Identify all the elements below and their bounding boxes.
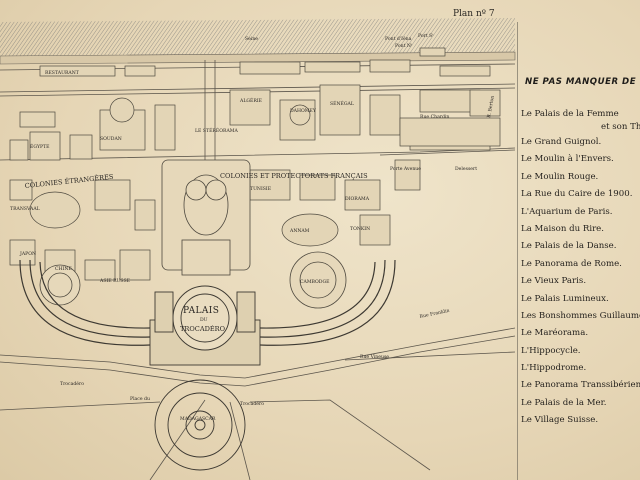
list-item[interactable]: Le Palais Lumineux. bbox=[521, 291, 640, 308]
list-item-label: Le Palais de la Danse. bbox=[521, 241, 617, 252]
label-rue-vineuse: Rue Vineuse bbox=[360, 354, 389, 360]
plan-number: Plan nº 7 bbox=[453, 9, 495, 19]
label-dahomey: DAHOMEY bbox=[290, 108, 317, 114]
label-tonkin: TONKIN bbox=[350, 226, 370, 232]
label-du: DU bbox=[200, 317, 208, 323]
label-place-du: Place du bbox=[130, 396, 150, 402]
label-restaurant: RESTAURANT bbox=[45, 70, 80, 76]
list-item-label: L'Hippodrome. bbox=[521, 363, 587, 374]
list-item-label: Le Palais Lumineux. bbox=[521, 293, 609, 304]
label-annam: ANNAM bbox=[289, 228, 310, 234]
list-item[interactable]: L'Hippodrome. bbox=[521, 360, 640, 377]
list-item[interactable]: Le Moulin Rouge. bbox=[521, 169, 640, 186]
label-palais: PALAIS bbox=[183, 306, 219, 316]
list-item[interactable]: Le Panorama de Rome. bbox=[521, 256, 640, 273]
label-algerie: ALGÉRIE bbox=[239, 96, 262, 104]
label-madagascar: MADAGASCAR bbox=[180, 416, 216, 422]
label-egypte: ÉGYPTE bbox=[30, 142, 49, 150]
list-item-sub: et son Thé bbox=[601, 122, 640, 132]
label-rue-chardin: Rue Chardin bbox=[420, 114, 449, 120]
list-item[interactable]: Le Palais de la Femme et son Thé bbox=[521, 108, 640, 134]
label-trocadero: TROCADÉRO bbox=[180, 324, 226, 333]
list-item[interactable]: Le Maréorama. bbox=[521, 325, 640, 342]
exposition-map[interactable]: Seine Pont d'Iéna Port Sᵗ Pont Nᵗ RESTAU… bbox=[0, 0, 520, 480]
foreign-colonies-pavilions bbox=[9, 97, 176, 281]
label-chine: CHINE bbox=[55, 266, 72, 272]
list-item-label: Le Vieux Paris. bbox=[521, 276, 587, 287]
rue-chardin-block bbox=[399, 89, 501, 147]
label-rue-franklin: Rue Franklin bbox=[419, 308, 450, 320]
list-item[interactable]: Le Panorama Transsibérien. bbox=[521, 377, 640, 394]
attractions-list: Le Palais de la Femme et son Thé Le Gran… bbox=[521, 108, 640, 430]
label-colonies-protectorats: COLONIES ET PROTECTORATS FRANÇAIS bbox=[220, 172, 368, 180]
label-stereorama: LE STÉRÉORAMA bbox=[195, 126, 238, 134]
list-item[interactable]: Le Grand Guignol. bbox=[521, 134, 640, 151]
sidebar-title: NE PAS MANQUER DE VIS bbox=[525, 77, 640, 87]
list-item-label: La Maison du Rire. bbox=[521, 223, 604, 234]
label-porte-avenue: Porte Avenue bbox=[390, 166, 421, 172]
list-item-label: Le Moulin à l'Envers. bbox=[521, 154, 614, 165]
list-item[interactable]: L'Hippocycle. bbox=[521, 343, 640, 360]
label-rue-berton: R. Berton bbox=[486, 95, 496, 118]
label-delessert: Delessert bbox=[455, 166, 477, 172]
list-item[interactable]: L'Aquarium de Paris. bbox=[521, 204, 640, 221]
label-trocadero-road: Trocadéro bbox=[60, 380, 84, 387]
label-pont-iena: Pont d'Iéna bbox=[385, 35, 412, 42]
seine-river bbox=[0, 18, 515, 56]
french-colonies-pavilions bbox=[229, 84, 491, 247]
place-du-trocadero[interactable] bbox=[154, 379, 246, 471]
list-item[interactable]: Le Palais de la Danse. bbox=[521, 238, 640, 255]
list-item[interactable]: Le Moulin à l'Envers. bbox=[521, 151, 640, 168]
list-item[interactable]: Le Vieux Paris. bbox=[521, 273, 640, 290]
list-item-label: Le Panorama de Rome. bbox=[521, 258, 622, 269]
list-item-label: Le Moulin Rouge. bbox=[521, 171, 599, 182]
trocadero-gardens bbox=[39, 159, 347, 309]
sidebar-divider bbox=[517, 22, 518, 480]
list-item-label: L'Hippocycle. bbox=[521, 345, 581, 356]
list-item[interactable]: Le Palais de la Mer. bbox=[521, 395, 640, 412]
list-item-label: Le Palais de la Mer. bbox=[521, 397, 607, 408]
label-pont-n: Pont Nᵗ bbox=[395, 43, 413, 49]
list-item-label: Les Bonshommes Guillaume. bbox=[521, 310, 640, 321]
list-item-label: Le Maréorama. bbox=[521, 328, 589, 339]
list-item-label: Le Palais de la Femme bbox=[521, 109, 619, 119]
label-soudan: SOUDAN bbox=[100, 136, 122, 142]
list-item[interactable]: La Maison du Rire. bbox=[521, 221, 640, 238]
palais-trocadero[interactable] bbox=[19, 259, 396, 346]
list-item-label: Le Village Suisse. bbox=[521, 415, 599, 426]
riverside-buildings bbox=[39, 47, 491, 77]
list-item[interactable]: Le Village Suisse. bbox=[521, 412, 640, 429]
list-item[interactable]: Les Bonshommes Guillaume. bbox=[521, 308, 640, 325]
label-tunisie: TUNISIE bbox=[250, 186, 271, 192]
label-dioramas: DIORAMA bbox=[345, 196, 370, 202]
label-japon: JAPON bbox=[19, 251, 36, 257]
list-item-label: La Rue du Caire de 1900. bbox=[521, 189, 633, 200]
label-cambodge: CAMBODGE bbox=[300, 279, 329, 285]
list-item[interactable]: La Rue du Caire de 1900. bbox=[521, 186, 640, 203]
label-transvaal: TRANSVAAL bbox=[10, 206, 40, 212]
label-port: Port Sᵗ bbox=[418, 33, 434, 39]
label-place-trocadero: Trocadéro bbox=[240, 400, 264, 407]
label-senegal: SÉNÉGAL bbox=[330, 99, 354, 107]
list-item-label: L'Aquarium de Paris. bbox=[521, 206, 613, 217]
label-seine: Seine bbox=[245, 36, 258, 42]
list-item-label: Le Grand Guignol. bbox=[521, 137, 602, 147]
label-russie: ASIE RUSSE bbox=[99, 278, 130, 284]
palais-center[interactable] bbox=[149, 285, 261, 366]
list-item-label: Le Panorama Transsibérien. bbox=[521, 380, 640, 391]
